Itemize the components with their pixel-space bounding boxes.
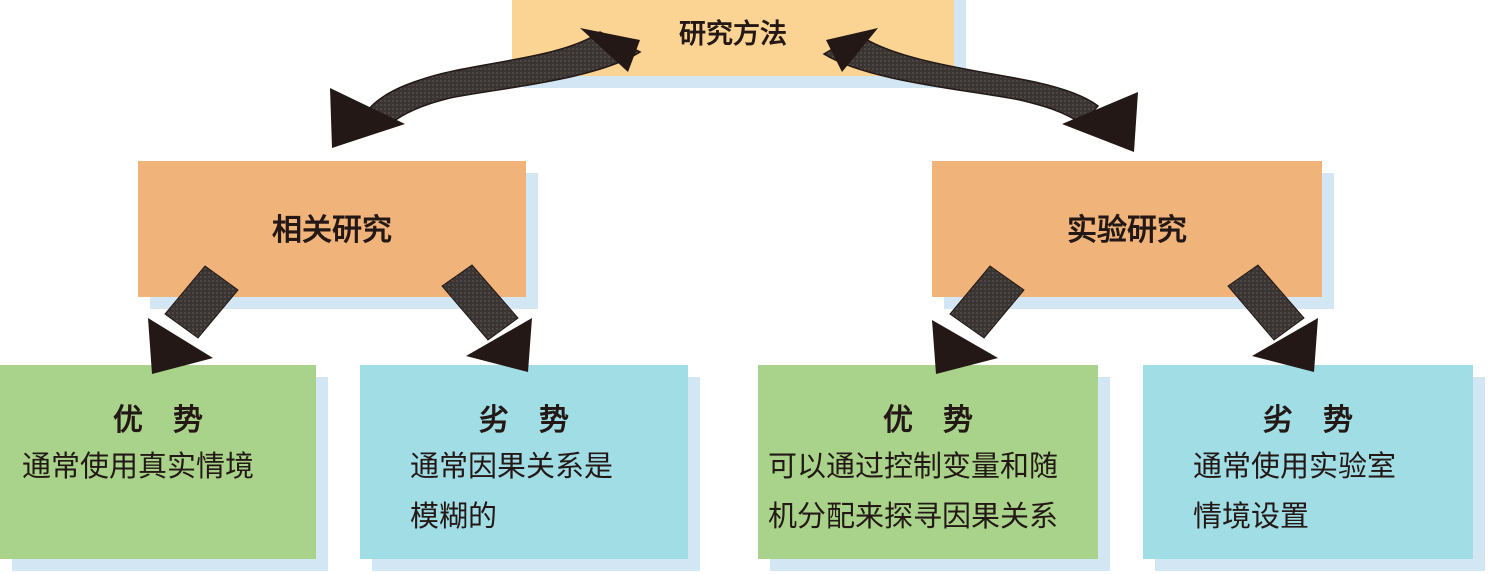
text-line: 情境设置 xyxy=(1193,499,1310,533)
text-line: 通常因果关系是 xyxy=(410,449,614,483)
branch-correlational-title: 相关研究 xyxy=(272,213,392,248)
experimental-cons-text: 通常使用实验室 情境设置 xyxy=(1143,441,1473,541)
experimental-pros-heading: 优 势 xyxy=(883,403,973,438)
text-line: 模糊的 xyxy=(410,499,498,533)
arrow-to-experimental-pros-icon xyxy=(932,265,1025,374)
curved-arrow-left-icon xyxy=(330,28,642,148)
correlational-pros-text: 通常使用真实情境 xyxy=(0,441,316,491)
text-line: 可以通过控制变量和随 xyxy=(768,449,1059,483)
arrow-to-correlational-pros-icon xyxy=(148,265,239,374)
text-line: 通常使用真实情境 xyxy=(22,449,255,483)
branch-experimental-title: 实验研究 xyxy=(1067,213,1187,248)
arrow-to-experimental-cons-icon xyxy=(1227,264,1318,372)
experimental-cons-heading: 劣 势 xyxy=(1263,403,1353,438)
correlational-cons-text: 通常因果关系是 模糊的 xyxy=(360,441,688,541)
arrow-to-correlational-cons-icon xyxy=(441,264,532,372)
correlational-pros: 优 势 通常使用真实情境 xyxy=(0,365,316,559)
experimental-pros-text: 可以通过控制变量和随 机分配来探寻因果关系 xyxy=(758,441,1098,541)
correlational-pros-heading: 优 势 xyxy=(113,403,203,438)
root-title: 研究方法 xyxy=(679,19,787,50)
correlational-cons: 劣 势 通常因果关系是 模糊的 xyxy=(360,365,688,559)
branch-correlational: 相关研究 xyxy=(138,161,526,297)
experimental-cons: 劣 势 通常使用实验室 情境设置 xyxy=(1143,365,1473,559)
text-line: 机分配来探寻因果关系 xyxy=(768,499,1059,533)
experimental-pros: 优 势 可以通过控制变量和随 机分配来探寻因果关系 xyxy=(758,365,1098,559)
text-line: 通常使用实验室 xyxy=(1193,449,1397,483)
correlational-cons-heading: 劣 势 xyxy=(479,403,569,438)
curved-arrow-right-icon xyxy=(822,28,1138,152)
